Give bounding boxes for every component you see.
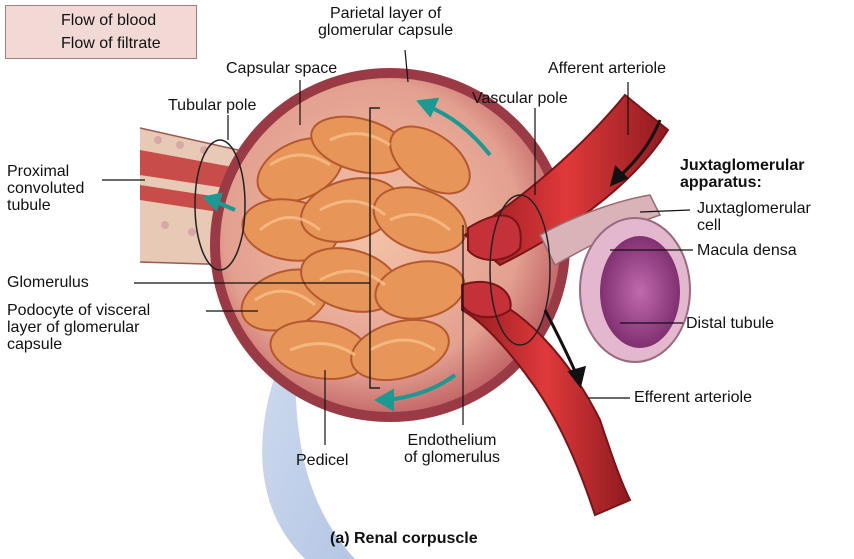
figure-caption: (a) Renal corpuscle: [330, 530, 478, 547]
label-efferent-arteriole: Efferent arteriole: [634, 389, 752, 406]
label-podocyte: Podocyte of visceral layer of glomerular…: [7, 302, 150, 353]
label-pedicel: Pedicel: [296, 452, 348, 469]
label-proximal-tubule: Proximal convoluted tubule: [7, 163, 84, 214]
legend-item-filtrate: Flow of filtrate: [61, 35, 161, 53]
label-parietal-layer: Parietal layer of glomerular capsule: [318, 5, 453, 39]
label-distal-tubule: Distal tubule: [686, 315, 774, 332]
label-endothelium: Endothelium of glomerulus: [404, 432, 500, 466]
label-macula-densa: Macula densa: [697, 242, 797, 259]
label-vascular-pole: Vascular pole: [472, 90, 568, 107]
label-jg-cell: Juxtaglomerular cell: [697, 200, 811, 234]
legend-box: Flow of blood Flow of filtrate: [5, 5, 197, 59]
label-capsular-space: Capsular space: [226, 60, 337, 77]
label-glomerulus: Glomerulus: [7, 274, 89, 291]
label-afferent-arteriole: Afferent arteriole: [548, 60, 666, 77]
legend-item-blood: Flow of blood: [61, 12, 156, 30]
label-tubular-pole: Tubular pole: [168, 97, 256, 114]
label-jga-title: Juxtaglomerular apparatus:: [680, 157, 804, 191]
